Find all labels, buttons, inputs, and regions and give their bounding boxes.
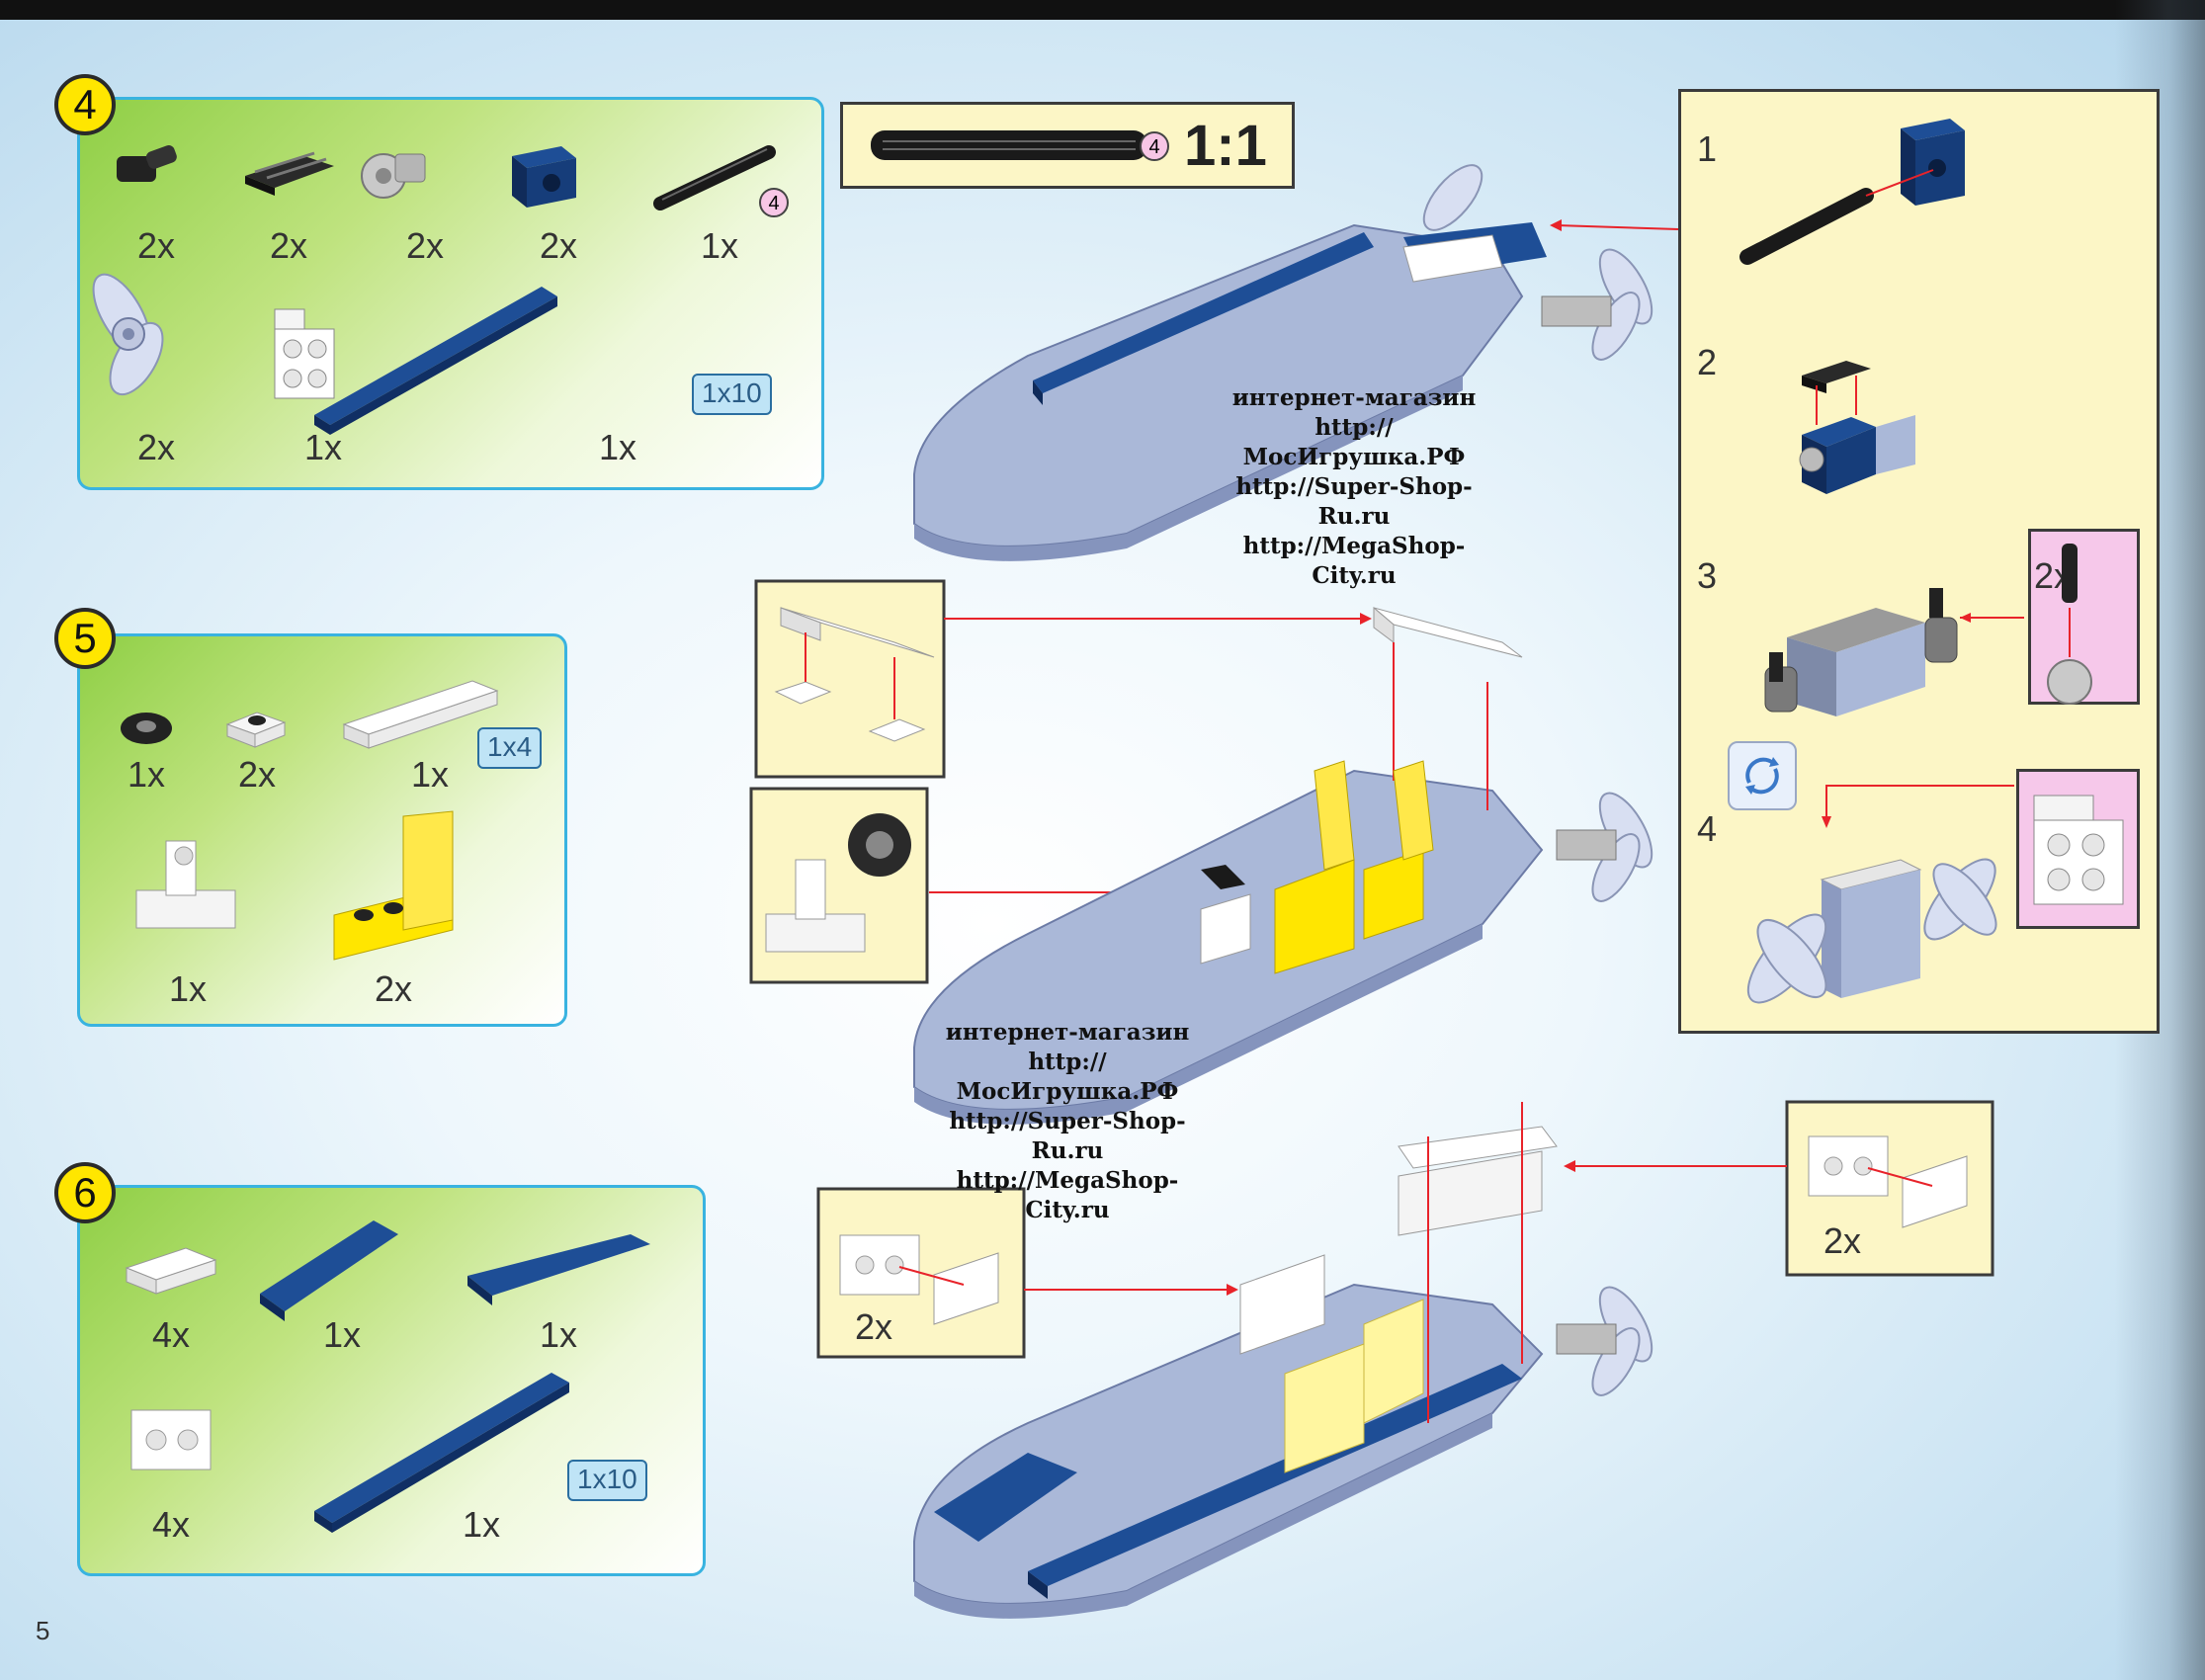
qty-side-stud-brick: 4x — [151, 1504, 191, 1545]
watermark-bottom: интернет-магазин http://МосИгрушка.РФ ht… — [919, 1018, 1216, 1225]
substep-number-2: 2 — [1697, 342, 1718, 382]
qty-wedge-plate-left: 1x — [322, 1314, 362, 1355]
bracket-part — [274, 308, 335, 399]
scale-label: 1:1 — [1184, 114, 1267, 178]
step6-parts-art — [125, 1220, 650, 1533]
parts-panel-step-4 — [77, 97, 824, 490]
steering-wheel-part — [121, 713, 172, 744]
substep-number-4: 4 — [1697, 808, 1718, 849]
qty-plate-1x10: 1x — [598, 427, 637, 467]
grey-connector-part — [361, 153, 426, 199]
connector-pin-part — [117, 145, 177, 182]
side-stud-brick-part — [130, 1409, 212, 1470]
substep1-art — [1739, 119, 1965, 265]
qty-pin: 2x — [136, 225, 176, 266]
propeller-part — [92, 273, 164, 396]
boat-stage-1 — [913, 164, 1654, 561]
substep2-art — [1799, 361, 1915, 494]
substep4-art — [1746, 785, 2124, 1004]
wedge-plate-right-part — [467, 1234, 650, 1305]
step-badge-4: 4 — [54, 74, 116, 135]
qty-connector: 2x — [405, 225, 445, 266]
watermark-line: http://Super-Shop-Ru.ru — [1235, 473, 1473, 530]
qty-bracket: 1x — [303, 427, 343, 467]
plate-1x2-part — [125, 1247, 217, 1295]
callout-right-qty: 2x — [1823, 1220, 1862, 1261]
wedge-plate-left-part — [260, 1220, 398, 1321]
qty-plate-1x2: 4x — [151, 1314, 191, 1355]
qty-steering-column: 1x — [168, 968, 208, 1009]
watermark-line: http://МосИгрушка.РФ — [956, 1049, 1179, 1105]
qty-technic-brick: 2x — [539, 225, 578, 266]
plate-length-label: 1x10 — [567, 1460, 647, 1501]
tile-length-label: 1x4 — [477, 727, 543, 769]
technic-brick-part — [512, 146, 576, 208]
qty-plate-1x10: 1x — [462, 1504, 501, 1545]
seat-part — [333, 810, 454, 961]
qty-plate-1x1: 2x — [237, 754, 277, 795]
axle-length-marker: 4 — [759, 188, 789, 217]
qty-wedge-plate-right: 1x — [539, 1314, 578, 1355]
step-badge-6: 6 — [54, 1162, 116, 1223]
plate-1x10-part — [314, 287, 557, 435]
qty-tile-1x4: 1x — [410, 754, 450, 795]
watermark-line: интернет-магазин — [945, 1019, 1190, 1046]
watermark-line: http://МосИгрушка.РФ — [1242, 414, 1466, 470]
substep3-art — [1764, 544, 2092, 716]
qty-seat: 2x — [374, 968, 413, 1009]
plate-1x1-part — [225, 712, 287, 748]
steering-column-part — [135, 840, 236, 929]
scale-reference-box: 4 1:1 — [840, 102, 1295, 189]
step4-parts-art — [92, 145, 776, 435]
step-badge-5: 5 — [54, 608, 116, 669]
axle-scale-art — [871, 130, 1147, 160]
axle-part — [653, 145, 776, 210]
top-scan-edge — [0, 0, 2205, 20]
tile-1x4-part — [342, 680, 499, 749]
axle-length-marker: 4 — [1140, 131, 1169, 161]
watermark-line: http://Super-Shop-Ru.ru — [949, 1108, 1186, 1164]
qty-grille: 2x — [269, 225, 308, 266]
plate-length-label: 1x10 — [692, 374, 772, 415]
qty-axle: 1x — [700, 225, 739, 266]
watermark-line: http://MegaShop-City.ru — [1242, 533, 1466, 589]
boat-stage-2 — [913, 606, 1654, 1125]
watermark-line: интернет-магазин — [1231, 384, 1477, 411]
qty-propeller: 2x — [136, 427, 176, 467]
callout-left-qty: 2x — [855, 1306, 893, 1347]
watermark-top: интернет-магазин http://МосИгрушка.РФ ht… — [1211, 383, 1497, 591]
step5-parts-art — [121, 680, 499, 961]
rotate-model-icon — [1728, 741, 1797, 810]
substep-number-1: 1 — [1697, 128, 1718, 169]
grille-plate-part — [245, 151, 334, 196]
qty-steering-wheel: 1x — [127, 754, 166, 795]
watermark-line: http://MegaShop-City.ru — [956, 1167, 1179, 1223]
page-number: 5 — [36, 1616, 50, 1645]
plate-1x10-part — [314, 1373, 569, 1533]
subassembly-art — [1739, 119, 2124, 1004]
substep-number-3: 3 — [1697, 555, 1718, 596]
boat-stage-3 — [913, 1102, 1654, 1619]
